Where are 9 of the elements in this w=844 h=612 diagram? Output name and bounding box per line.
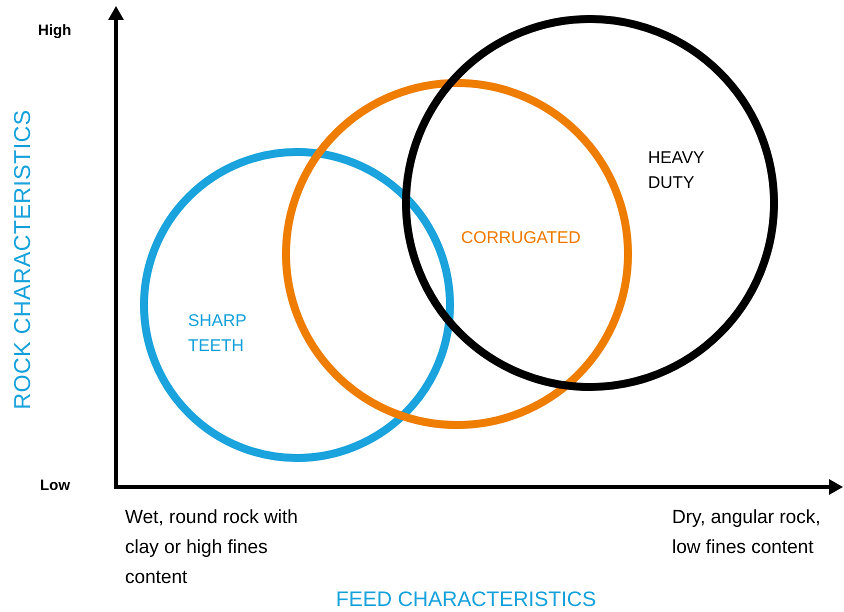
- circle-label: CORRUGATED: [461, 227, 582, 249]
- axis-title: ROCK CHARACTERISTICS: [9, 108, 36, 412]
- axis-tick-label: Low: [40, 477, 71, 494]
- axis-tick-label: High: [38, 22, 72, 39]
- circle-label: SHARP TEETH: [188, 310, 248, 357]
- axis-end-label: Dry, angular rock, low fines content: [672, 506, 822, 560]
- axis-end-label: Wet, round rock with clay or high fines content: [125, 506, 299, 590]
- axis-title: FEED CHARACTERISTICS: [334, 588, 598, 612]
- circle-label: HEAVY DUTY: [648, 147, 706, 194]
